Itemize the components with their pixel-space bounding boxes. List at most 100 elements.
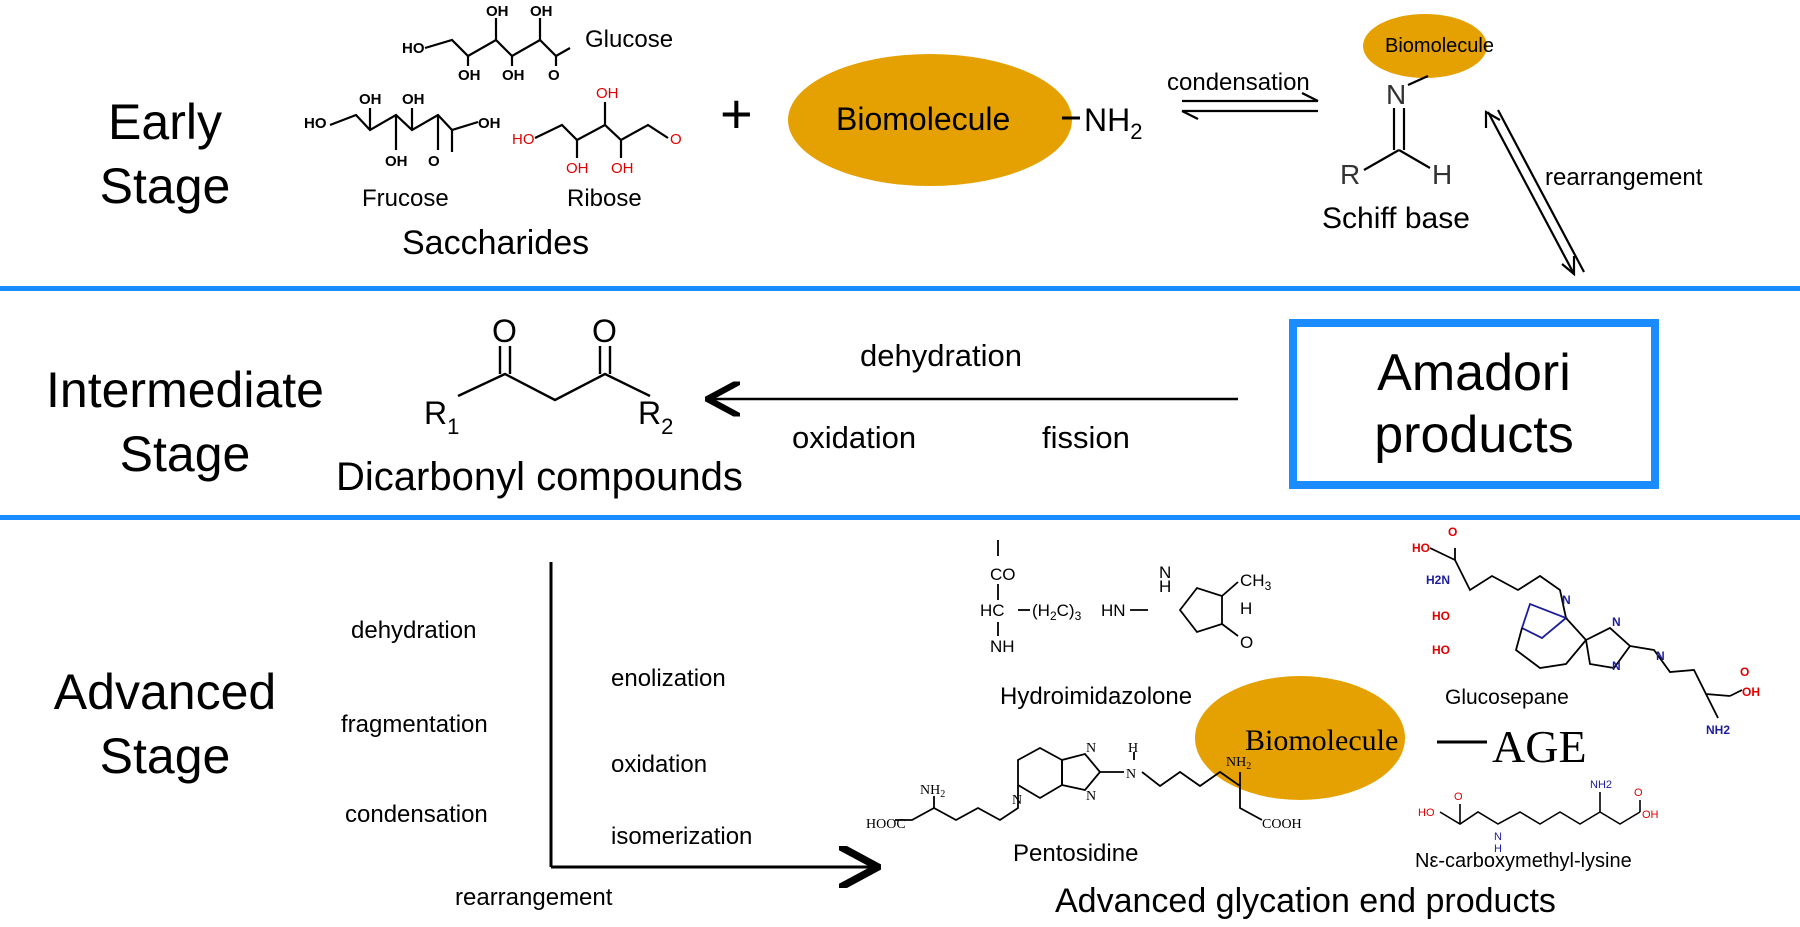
svg-text:OH: OH	[1642, 809, 1659, 821]
fission-label: fission	[1042, 420, 1130, 455]
separator-bottom	[0, 515, 1800, 520]
dicarbonyl-label: Dicarbonyl compounds	[336, 455, 743, 499]
svg-text:N: N	[1612, 659, 1621, 673]
rearrangement-arrows	[1484, 109, 1585, 277]
svg-text:N: N	[1612, 615, 1621, 629]
pentosidine-structure	[895, 746, 1263, 822]
svg-text:N: N	[1562, 593, 1571, 607]
pentosidine-atoms: N N N N H NH2 NH2 HOOC COOH	[866, 741, 1302, 832]
svg-text:HO: HO	[1432, 643, 1450, 657]
svg-text:OH: OH	[486, 3, 509, 20]
svg-text:O: O	[670, 131, 682, 148]
condensation-label: condensation	[1167, 69, 1310, 96]
age-biomolecule-ellipse	[1195, 676, 1405, 800]
glucose-structure	[424, 18, 571, 66]
fructose-atoms: HO OH OH OH O OH	[304, 91, 501, 170]
svg-text:N: N	[1086, 741, 1096, 756]
svg-text:N: N	[1656, 649, 1665, 663]
svg-text:OH: OH	[385, 153, 408, 170]
svg-text:O: O	[548, 67, 560, 84]
svg-text:HO: HO	[304, 115, 327, 132]
glucosepane-label: Glucosepane	[1445, 686, 1569, 709]
svg-text:COOH: COOH	[1262, 817, 1302, 832]
saccharides-label: Saccharides	[402, 224, 590, 262]
svg-text:O: O	[428, 153, 440, 170]
advanced-fragmentation-label: fragmentation	[341, 711, 488, 738]
svg-text:O: O	[1240, 633, 1253, 652]
svg-text:H: H	[1432, 159, 1452, 190]
svg-text:OH: OH	[458, 67, 481, 84]
svg-text:N: N	[1086, 789, 1096, 804]
svg-text:HO: HO	[1412, 541, 1430, 555]
glucosepane-atoms: HO O H2N HO HO N N N N O OH NH2	[1412, 525, 1760, 737]
svg-text:HOOC: HOOC	[866, 817, 906, 832]
schiff-biomolecule-ellipse	[1363, 14, 1487, 78]
svg-text:N: N	[1494, 831, 1502, 843]
cml-structure	[1439, 792, 1641, 825]
schiff-structure	[1363, 74, 1431, 171]
plus-sign: +	[720, 82, 753, 145]
svg-text:R1: R1	[424, 395, 459, 439]
svg-text:NH2: NH2	[1226, 755, 1251, 772]
advanced-condensation-label: condensation	[345, 801, 488, 828]
oxidation-label: oxidation	[792, 420, 917, 455]
biomolecule-label: Biomolecule	[836, 101, 1011, 137]
svg-text:O: O	[592, 313, 617, 349]
svg-text:CO: CO	[990, 565, 1016, 584]
svg-text:H: H	[1128, 741, 1138, 756]
svg-text:O: O	[1740, 665, 1749, 679]
svg-text:CH3: CH3	[1240, 571, 1272, 593]
svg-text:R: R	[1340, 159, 1360, 190]
glucose-label: Glucose	[585, 26, 674, 53]
hydroimidazolone-atoms: CO HC (H2C)3 HN NH N H CH3 H O	[980, 563, 1272, 656]
separator-top	[0, 286, 1800, 291]
svg-text:HO: HO	[512, 131, 535, 148]
svg-text:OH: OH	[502, 67, 525, 84]
svg-text:N: N	[1126, 767, 1136, 782]
advanced-rearrangement-label: rearrangement	[455, 884, 613, 911]
svg-text:O: O	[1454, 791, 1463, 803]
fructose-label: Frucose	[362, 185, 449, 212]
advanced-axis	[549, 562, 875, 867]
svg-text:OH: OH	[566, 160, 589, 177]
svg-text:HC: HC	[980, 601, 1005, 620]
svg-text:NH2: NH2	[1706, 723, 1730, 737]
svg-text:OH: OH	[402, 91, 425, 108]
rearrangement-label: rearrangement	[1545, 164, 1703, 191]
ribose-label: Ribose	[567, 185, 642, 212]
age-label: AGE	[1492, 721, 1587, 772]
svg-text:NH: NH	[990, 637, 1015, 656]
svg-text:O: O	[492, 313, 517, 349]
schiff-atoms: N R H	[1340, 79, 1452, 190]
svg-text:N: N	[1012, 793, 1022, 808]
svg-text:H: H	[1159, 577, 1171, 596]
condensation-arrows	[1181, 92, 1319, 120]
svg-text:HO: HO	[1418, 807, 1435, 819]
ribose-structure	[534, 102, 669, 158]
svg-text:R2: R2	[638, 395, 673, 439]
pentosidine-label: Pentosidine	[1013, 840, 1139, 867]
svg-text:OH: OH	[359, 91, 382, 108]
hydroimidazolone-structure	[997, 540, 1239, 637]
svg-text:HN: HN	[1101, 601, 1126, 620]
advanced-enolization-label: enolization	[611, 665, 726, 692]
svg-text:OH: OH	[478, 115, 501, 132]
glucosepane-structure	[1429, 547, 1743, 719]
cml-label: Nε-carboxymethyl-lysine	[1415, 850, 1632, 872]
dehydration-label: dehydration	[860, 338, 1023, 373]
svg-text:OH: OH	[1742, 685, 1760, 699]
svg-text:OH: OH	[596, 85, 619, 102]
svg-text:H2N: H2N	[1426, 573, 1450, 587]
schiff-biomolecule-label: Biomolecule	[1385, 35, 1494, 57]
svg-text:HO: HO	[1432, 609, 1450, 623]
advanced-oxidation-label: oxidation	[611, 751, 708, 778]
age-title-label: Advanced glycation end products	[1055, 882, 1556, 920]
hydroimidazolone-label: Hydroimidazolone	[1000, 683, 1193, 710]
svg-text:O: O	[1634, 787, 1643, 799]
age-biomolecule-label: Biomolecule	[1245, 724, 1399, 757]
svg-text:H: H	[1240, 599, 1252, 618]
